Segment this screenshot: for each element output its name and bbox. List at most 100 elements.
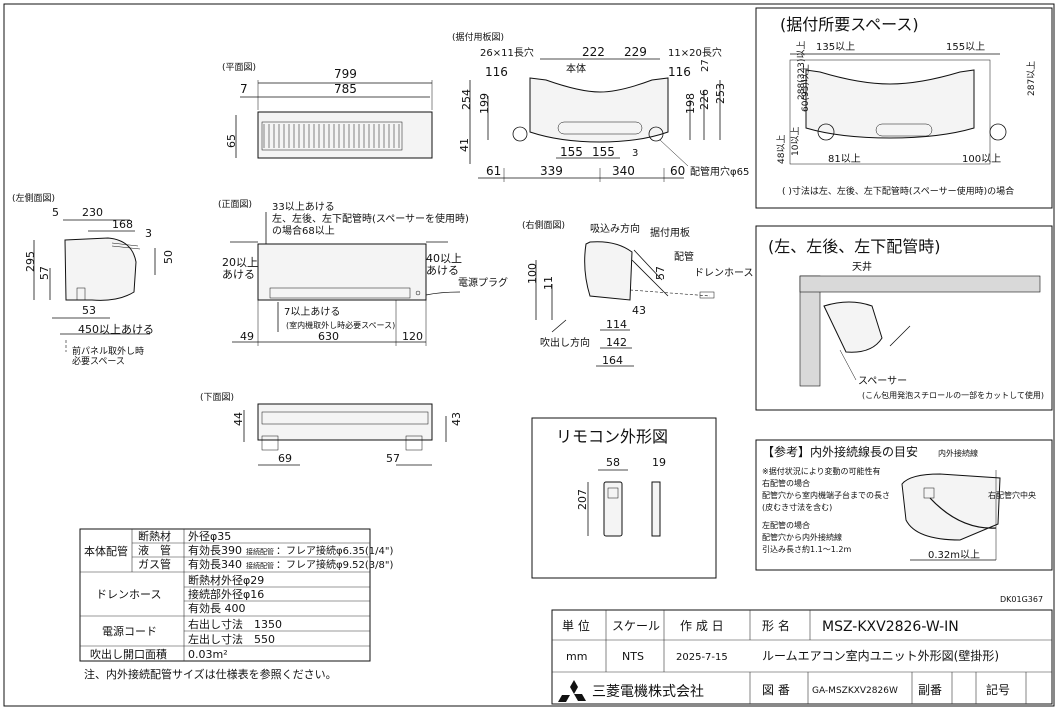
front-left-1: 20以上 <box>222 256 258 269</box>
reference-left-heading: 左配管の場合 <box>762 520 810 530</box>
space-hole-right <box>989 123 1007 141</box>
spec-gas: ガス管 <box>138 557 171 571</box>
right-drain: ドレンホース <box>694 267 754 279</box>
bottom-d57: 57 <box>386 452 400 465</box>
left-d168: 168 <box>112 218 133 231</box>
left-d230: 230 <box>82 206 103 219</box>
tb-scale: NTS <box>622 650 644 663</box>
right-side-unit <box>584 241 633 301</box>
plate-d229: 229 <box>624 45 647 59</box>
reference-note-1: ※据付状況により変動の可能性有 <box>762 466 881 476</box>
plate-d61: 61 <box>486 164 501 178</box>
reference-right-heading: 右配管の場合 <box>762 478 810 488</box>
remote-d19: 19 <box>652 456 666 469</box>
left-pipe-spacer: スペーサー <box>858 375 907 387</box>
right-d114: 114 <box>606 318 627 331</box>
left-pipe-ceiling: 天井 <box>852 260 872 273</box>
spec-table: 本体配管 断熱材 外径φ35 液 管 有効長390 接続配管 ：フレア接続φ6.… <box>79 528 393 681</box>
plate-outline <box>529 77 669 143</box>
left-note-2: 必要スペース <box>72 355 125 367</box>
right-side-label: (右側面図) <box>522 219 565 231</box>
spec-drain-hose: ドレンホース <box>96 588 161 601</box>
plan-unit-body <box>257 111 433 159</box>
front-top-note-2: 左、左後、左下配管時(スペーサーを使用時) <box>272 212 469 225</box>
right-plate: 据付用板 <box>650 226 690 239</box>
left-h295: 295 <box>24 251 37 272</box>
spec-insulation-value: 外径φ35 <box>188 530 231 543</box>
plate-d340: 340 <box>612 164 635 178</box>
plate-label: (据付用板図) <box>452 31 504 43</box>
spec-liquid-flare: ：フレア接続φ6.35(1/4") <box>276 544 393 557</box>
left-d50: 50 <box>162 250 175 264</box>
front-bottom-1: 7以上あける <box>284 306 340 318</box>
plan-view: (平面図) 799 785 7 65 <box>222 62 433 159</box>
tb-scale-header: スケール <box>612 619 660 633</box>
right-h57: 57 <box>654 266 667 280</box>
left-d5: 5 <box>52 206 59 219</box>
space-d100: 100以上 <box>962 153 1001 165</box>
reference-wire: 内外接続線 <box>938 448 978 458</box>
reference-wire-panel: 【参考】内外接続線長の目安 内外接続線 ※据付状況により変動の可能性有 右配管の… <box>755 439 1053 571</box>
remote-w58: 58 <box>606 456 620 469</box>
bottom-d44: 44 <box>232 412 245 426</box>
space-hole-left <box>817 123 835 141</box>
right-blow-direction: 吹出し方向 <box>540 336 590 349</box>
reference-left-2: 引込み長さ約1.1～1.2m <box>762 544 851 554</box>
plate-pipe-hole: 配管用穴φ65 <box>690 165 749 178</box>
spec-cord-right: 右出し寸法 1350 <box>188 617 282 631</box>
plan-view-label: (平面図) <box>222 62 256 73</box>
space-d155: 155以上 <box>946 41 985 53</box>
spec-insulation: 断熱材 <box>138 529 171 543</box>
spec-gas-connection: 接続配管 <box>246 561 274 570</box>
spec-power-cord: 電源コード <box>102 624 157 638</box>
left-pipe-unit <box>823 301 883 353</box>
right-d142: 142 <box>606 336 627 349</box>
tb-model-header: 形 名 <box>762 618 790 633</box>
front-right-1: 40以上 <box>426 252 462 265</box>
left-d3: 3 <box>145 227 152 240</box>
mounting-plate-view: (据付用板図) 26×11長穴 222 229 11×20長穴 本体 116 1… <box>452 31 749 182</box>
title-block: 単 位 スケール 作 成 日 形 名 MSZ-KXV2826-W-IN mm N… <box>551 609 1053 705</box>
reference-unit <box>901 473 1001 541</box>
plate-h199: 199 <box>478 93 491 114</box>
plate-d27: 27 <box>700 59 711 72</box>
plate-slot-left: 26×11長穴 <box>480 46 534 59</box>
left-note-1: 前パネル取外し時 <box>72 345 144 357</box>
plate-d339: 339 <box>540 164 563 178</box>
pipe-hole-right <box>648 126 664 142</box>
right-suction: 吸込み方向 <box>590 222 640 235</box>
plan-width-inner: 785 <box>334 82 357 96</box>
spec-liquid-connection: 接続配管 <box>246 547 274 556</box>
tb-symbol-header: 記号 <box>986 682 1010 697</box>
left-pipe-spacer-note: (こん包用発泡スチロールの一部をカットして使用) <box>862 390 1044 400</box>
left-piping-panel: (左、左後、左下配管時) 天井 スペーサー (こん包用発泡スチロールの一部をカッ… <box>755 225 1053 411</box>
front-top-note-3: の場合68以上 <box>272 224 335 237</box>
remote-outline-panel: リモコン外形図 58 19 207 <box>531 417 717 579</box>
front-d49: 49 <box>240 330 254 343</box>
plate-body-label: 本体 <box>566 62 586 75</box>
spec-drain-length: 有効長 400 <box>188 601 246 615</box>
right-h100: 100 <box>526 263 539 284</box>
front-left-2: あける <box>222 268 255 281</box>
plate-h226: 226 <box>698 89 711 110</box>
left-side-view: (左側面図) 5 230 168 3 295 57 50 53 450以上あける… <box>12 192 175 367</box>
front-label: (正面図) <box>218 199 252 210</box>
right-h11: 11 <box>542 276 555 290</box>
spec-cord-left: 左出し寸法 550 <box>188 632 275 646</box>
front-power-plug: 電源プラグ <box>458 276 508 289</box>
front-d120: 120 <box>402 330 423 343</box>
reference-right-2: (皮むき寸法を含む) <box>762 502 832 512</box>
space-title: (据付所要スペース) <box>780 15 919 34</box>
space-plate-outline <box>805 69 975 139</box>
right-pipe: 配管 <box>674 250 694 263</box>
space-note: ( )寸法は左、左後、左下配管時(スペーサー使用時)の場合 <box>782 185 1014 197</box>
reference-title: 【参考】内外接続線長の目安 <box>762 444 918 459</box>
plate-d41: 41 <box>458 138 471 152</box>
tb-drawing-no: GA-MSZKXV2826W <box>812 686 898 696</box>
spec-liquid: 液 管 <box>138 543 171 557</box>
bottom-d69: 69 <box>278 452 292 465</box>
plate-d3: 3 <box>632 148 638 159</box>
spec-note: 注、内外接続配管サイズは仕様表を参照ください。 <box>84 667 337 681</box>
plate-slot-right: 11×20長穴 <box>668 46 722 59</box>
